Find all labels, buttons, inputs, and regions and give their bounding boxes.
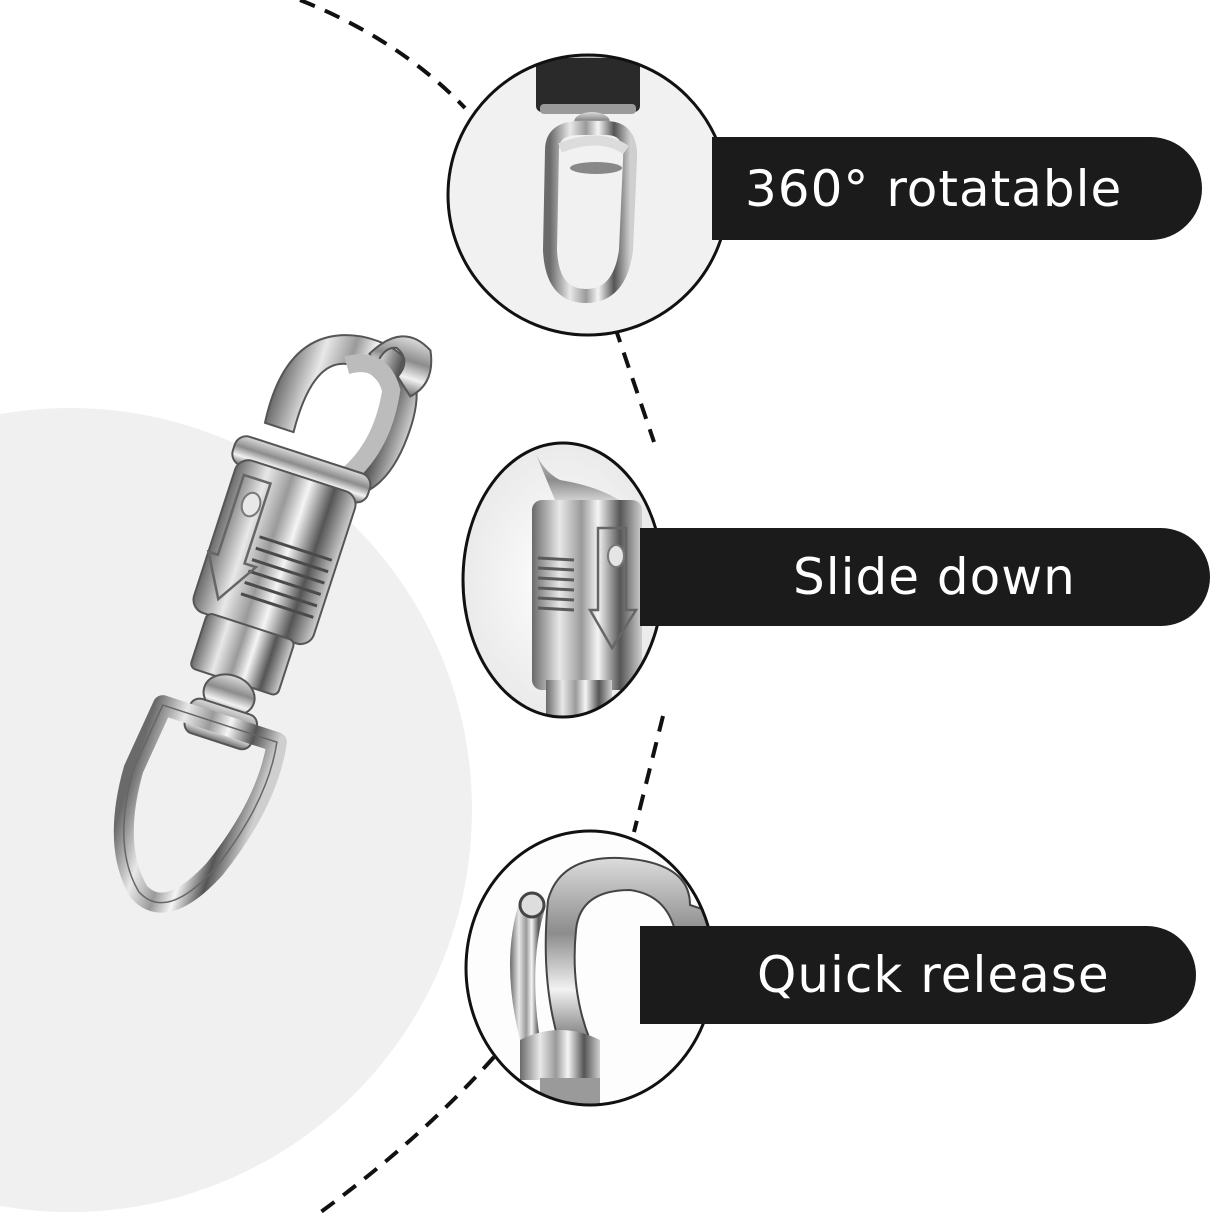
feature-label-text: Slide down (793, 548, 1076, 606)
backdrop-circle (0, 408, 472, 1212)
feature-label-rotatable: 360° rotatable (712, 137, 1202, 240)
feature-label-text: 360° rotatable (745, 159, 1123, 218)
feature-label-slide-down: Slide down (640, 528, 1210, 626)
closeup-slide-down (461, 441, 702, 719)
snap-hook-product (113, 334, 433, 913)
closeup-quick-release (464, 829, 716, 1107)
closeup-rotatable (446, 53, 730, 337)
feature-label-quick-release: Quick release (640, 926, 1196, 1024)
dashed-connector-arc (299, 0, 665, 1214)
feature-label-text: Quick release (757, 946, 1110, 1004)
